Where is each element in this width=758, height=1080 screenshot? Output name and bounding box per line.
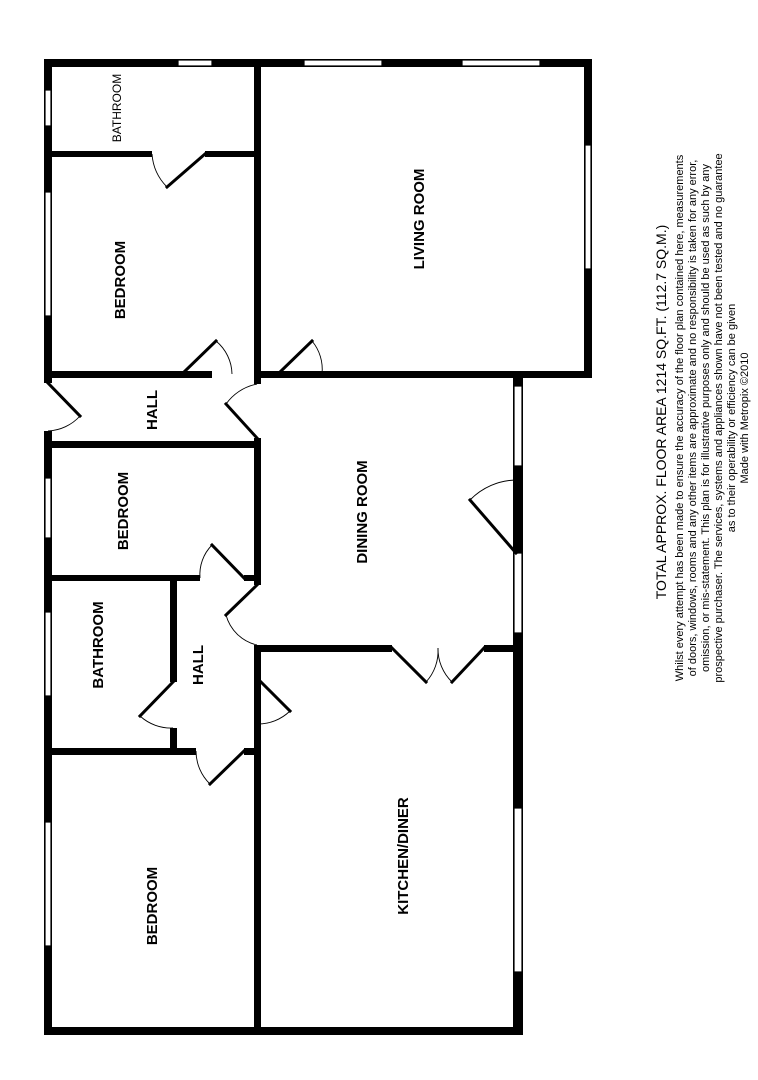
- door-living-room: [275, 338, 323, 377]
- room-label-bathroom-top: BATHROOM: [110, 74, 124, 142]
- room-labels: BATHROOM BEDROOM LIVING ROOM HALL BEDROO…: [90, 74, 428, 945]
- bathroom-middle-right-wall: [170, 575, 177, 682]
- right-exterior-wall: [513, 371, 523, 1035]
- floor-plan-notes: TOTAL APPROX. FLOOR AREA 1214 SQ.FT. (11…: [653, 153, 751, 682]
- door-bedroom-bottom: [195, 748, 247, 787]
- room-label-hall-top: HALL: [144, 390, 161, 430]
- dining-kitchen-wall-right: [484, 645, 523, 652]
- room-label-kitchen-diner: KITCHEN/DINER: [395, 797, 412, 915]
- room-label-bathroom-middle: BATHROOM: [90, 601, 107, 688]
- window-right-kitchen: [513, 807, 523, 973]
- windows: [44, 59, 592, 973]
- bedroom-top-bottom-wall-left: [44, 371, 212, 378]
- bedroom-middle-bottom-wall-right: [244, 575, 261, 581]
- window-left-bedroom-top: [44, 191, 52, 317]
- living-room-bottom-outer-wall: [258, 371, 592, 378]
- door-bathroom-middle: [137, 679, 176, 729]
- door-bathroom-top: [151, 151, 208, 190]
- disclaimer-line-2: of doors, windows, rooms and any other i…: [687, 160, 699, 677]
- door-entrance: [45, 380, 83, 432]
- window-left-bathroom-middle: [44, 611, 52, 697]
- bathroom-middle-bottom-wall-right: [244, 748, 261, 755]
- window-left-bedroom-bottom: [44, 821, 52, 947]
- bathroom-top-bottom-wall-right: [205, 151, 261, 157]
- outer-wall-bottom: [44, 1027, 523, 1035]
- room-label-hall-lower: HALL: [190, 645, 207, 685]
- central-wall-upper: [254, 59, 261, 384]
- central-wall-mid: [254, 438, 261, 585]
- room-label-bedroom-bottom: BEDROOM: [144, 867, 161, 945]
- window-top-bathroom: [177, 59, 213, 67]
- disclaimer-line-6: Made with Metropix ©2010: [739, 352, 751, 483]
- disclaimer-line-4: prospective purchaser. The services, sys…: [713, 153, 725, 682]
- hall-top-bottom-wall: [44, 441, 261, 448]
- bathroom-middle-bottom-wall: [44, 748, 196, 755]
- door-dining-exterior: [467, 479, 519, 556]
- room-label-bedroom-middle: BEDROOM: [115, 472, 132, 550]
- door-lower-hall-kitchen: [254, 675, 293, 725]
- door-dining-kitchen-double: [389, 645, 487, 685]
- central-wall-lower: [254, 645, 261, 1035]
- room-label-bedroom-top: BEDROOM: [112, 241, 129, 319]
- door-hall-dining: [223, 383, 260, 441]
- outer-wall-left-lower: [44, 431, 52, 1035]
- door-bedroom-top: [179, 338, 233, 377]
- door-lower-hall-dining: [223, 582, 260, 646]
- window-top-living-1: [303, 59, 383, 67]
- total-floor-area: TOTAL APPROX. FLOOR AREA 1214 SQ.FT. (11…: [653, 225, 669, 600]
- door-bedroom-middle: [199, 542, 247, 581]
- room-label-dining-room: DINING ROOM: [354, 460, 371, 563]
- window-left-bedroom-middle: [44, 477, 52, 539]
- room-label-living-room: LIVING ROOM: [411, 169, 428, 270]
- window-living-right: [584, 144, 592, 270]
- disclaimer-line-1: Whilst every attempt has been made to en…: [674, 154, 686, 681]
- bathroom-middle-right-wall-lower: [170, 728, 177, 753]
- window-left-bathroom-top: [44, 89, 52, 127]
- window-right-dining-upper: [513, 385, 523, 467]
- bedroom-middle-bottom-wall-left: [44, 575, 200, 581]
- window-right-dining-lower: [513, 552, 523, 634]
- bathroom-top-bottom-wall-left: [44, 151, 152, 157]
- doors: [45, 151, 519, 787]
- disclaimer-line-3: omission, or mis-statement. This plan is…: [700, 164, 712, 672]
- dining-kitchen-wall-left: [254, 645, 392, 652]
- window-top-living-2: [461, 59, 541, 67]
- disclaimer-line-5: as to their operability or efficiency ca…: [726, 304, 738, 532]
